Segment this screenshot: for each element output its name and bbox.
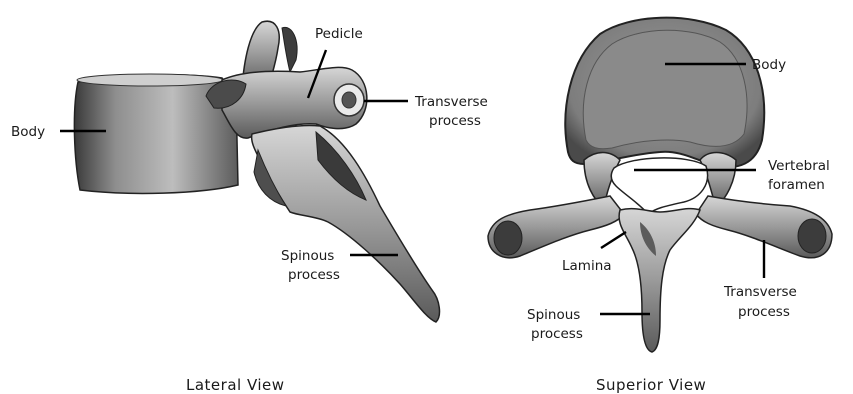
lateral-transverse-label-line1: Transverse [414,94,488,110]
superior-body-label: Body [752,57,786,73]
lateral-body-label: Body [11,124,45,140]
superior-view-caption: Superior View [596,376,706,394]
lateral-spinous-label-line1: Spinous [281,248,334,264]
foramen-label-line2: foramen [768,177,825,193]
superior-spinous-label-line1: Spinous [527,307,580,323]
lateral-transverse-label-line2: process [429,113,481,129]
lateral-vertebra-illustration [74,21,439,322]
lateral-view-caption: Lateral View [186,376,285,394]
lateral-spinous-shape [252,125,440,322]
superior-spinous-label-line2: process [531,326,583,342]
lamina-label: Lamina [562,258,612,274]
superior-transverse-label-line1: Transverse [723,284,797,300]
foramen-label-line1: Vertebral [768,158,830,174]
superior-spinous-shape [619,209,700,352]
vertebral-foramen-shape [611,158,707,214]
pedicle-label: Pedicle [315,26,363,42]
superior-transverse-label-line2: process [738,304,790,320]
lateral-spinous-label-line2: process [288,267,340,283]
leader-lamina [601,232,626,248]
